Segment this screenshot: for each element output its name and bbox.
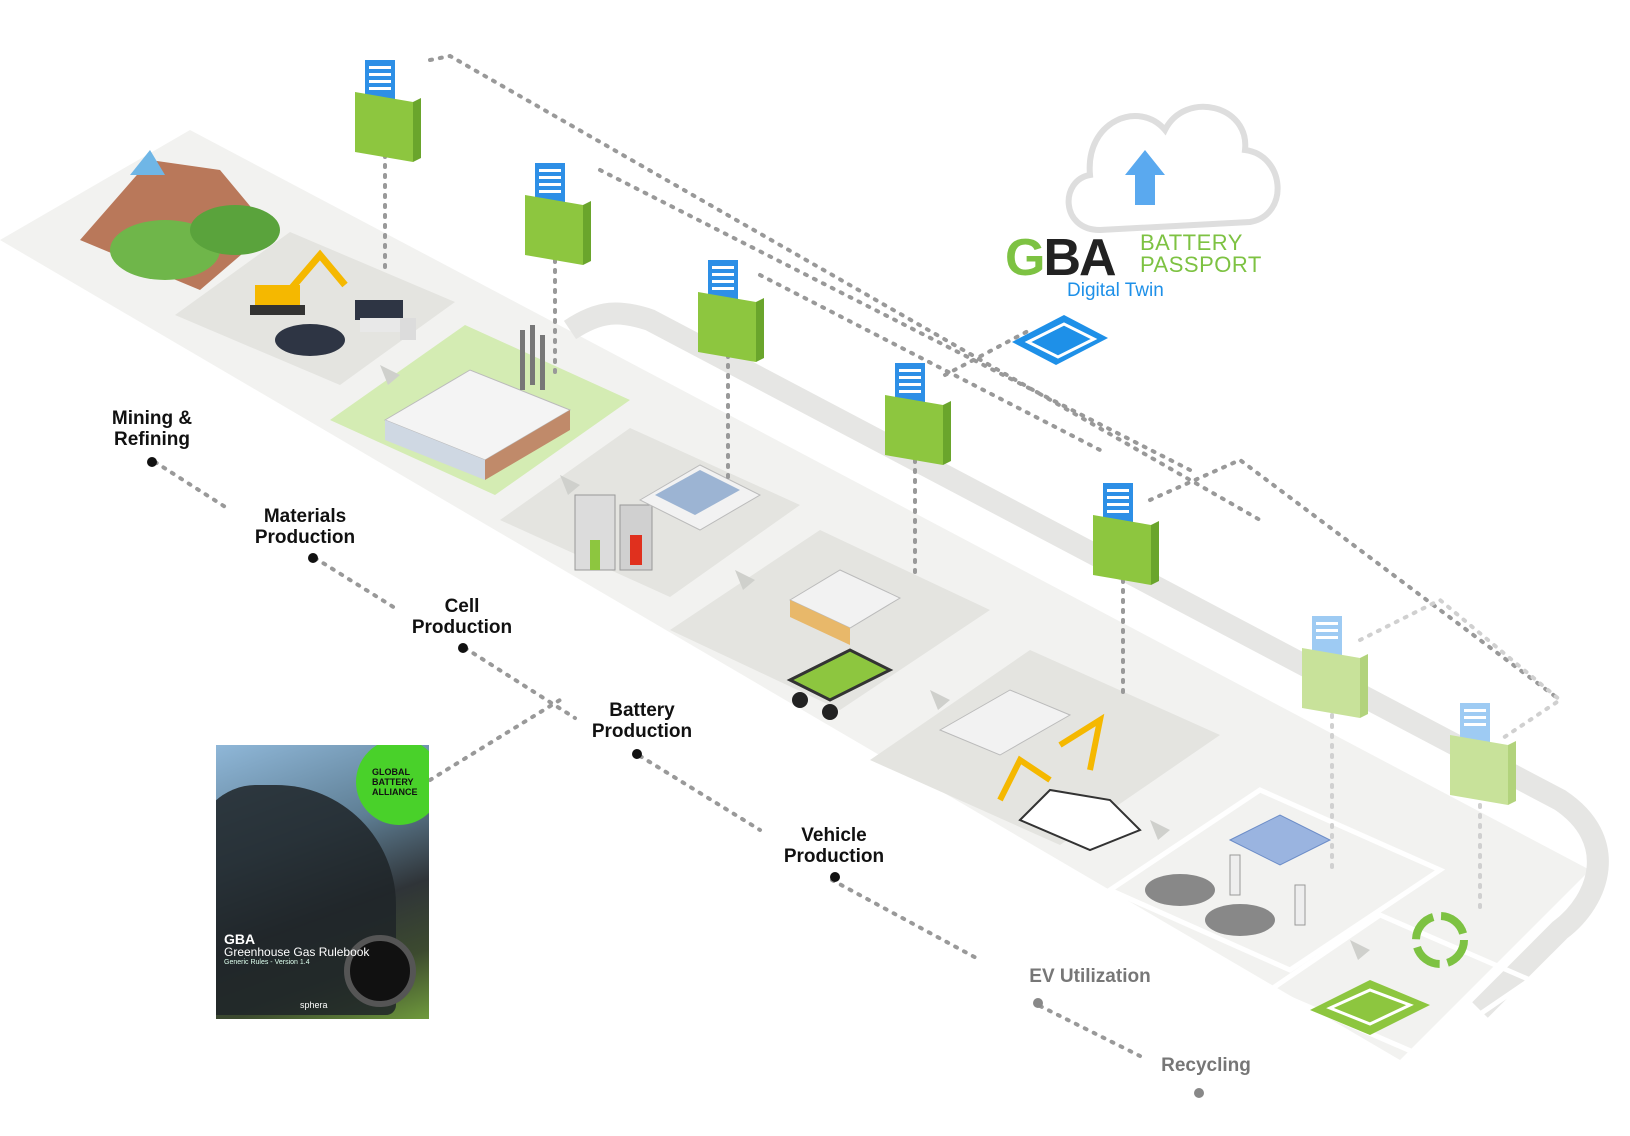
rulebook-gba-logo: GBA — [224, 931, 256, 947]
rulebook-title: Greenhouse Gas Rulebook — [224, 945, 370, 959]
cell-factory-icon — [638, 464, 762, 531]
folder-document-icon[interactable] — [355, 60, 421, 162]
stage-label-ev: EV Utilization — [1029, 966, 1151, 987]
stage-dot-ev — [1033, 998, 1043, 1008]
folder-document-icon[interactable] — [1302, 616, 1368, 718]
excavator-icon — [250, 249, 348, 315]
coal-pile — [275, 324, 345, 356]
solar-panel-icon — [1228, 814, 1332, 866]
stage-dot-recycling — [1194, 1088, 1204, 1098]
folder-document-icon[interactable] — [525, 163, 591, 265]
gba-badge — [356, 745, 429, 825]
truck-icon — [355, 300, 416, 340]
ev-car-icon — [1145, 874, 1275, 936]
logo-wordmark: BATTERY PASSPORT — [1140, 230, 1262, 277]
data-links — [153, 53, 1562, 1058]
vehicle-factory-icon — [938, 689, 1072, 756]
folder-document-icon[interactable] — [698, 260, 764, 362]
stage-label-mining: Mining & Refining — [111, 408, 193, 450]
stage-dot-cell — [458, 643, 468, 653]
stage-dot-battery — [632, 749, 642, 759]
car-icon — [1018, 788, 1142, 852]
loop-track — [563, 302, 1609, 1018]
mining-panel — [175, 232, 455, 385]
mountain-icon — [80, 150, 280, 290]
stage-label-cell: Cell Production — [411, 596, 513, 638]
stage-dot-mining — [147, 457, 157, 467]
digital-twin-label: Digital Twin — [1067, 280, 1164, 301]
robot-arm-icon — [997, 713, 1105, 802]
charger-icon — [1229, 854, 1306, 926]
folder-document-icon[interactable] — [1450, 703, 1516, 805]
stage-label-vehicle: Vehicle Production — [783, 825, 885, 867]
wheel-image — [344, 935, 416, 1007]
factory-icon — [383, 325, 572, 480]
folder-document-icon[interactable] — [885, 363, 951, 465]
cell-icon — [574, 494, 653, 571]
stage-label-battery: Battery Production — [591, 700, 693, 742]
stage-label-recycling: Recycling — [1161, 1055, 1251, 1076]
stage-dot-vehicle — [830, 872, 840, 882]
data-links-faded — [1330, 597, 1564, 917]
flow-arrows — [380, 365, 1370, 960]
battery-pack-icon — [786, 648, 894, 720]
gba-badge-text: GLOBAL BATTERY ALLIANCE — [372, 767, 418, 797]
sphera-logo: sphera — [300, 1000, 328, 1010]
ghg-rulebook-cover[interactable]: GLOBAL BATTERY ALLIANCE GBA Greenhouse G… — [216, 745, 429, 1019]
battery-factory-icon — [788, 569, 902, 645]
vehicle-panel — [870, 650, 1220, 845]
gba-battery-passport-logo: GBA BATTERY PASSPORT Digital Twin — [1005, 228, 1265, 308]
logo-mark: GBA — [1005, 229, 1117, 287]
recycle-icon — [1412, 912, 1468, 968]
rulebook-subtitle: Generic Rules - Version 1.4 — [224, 959, 310, 966]
digital-twin-battery-icon — [1012, 315, 1108, 365]
stage-label-materials: Materials Production — [254, 506, 356, 548]
cloud-upload-icon — [1065, 103, 1281, 234]
battery-icon — [1310, 980, 1430, 1035]
ev-panel — [1104, 787, 1446, 973]
stage-dot-materials — [308, 553, 318, 563]
